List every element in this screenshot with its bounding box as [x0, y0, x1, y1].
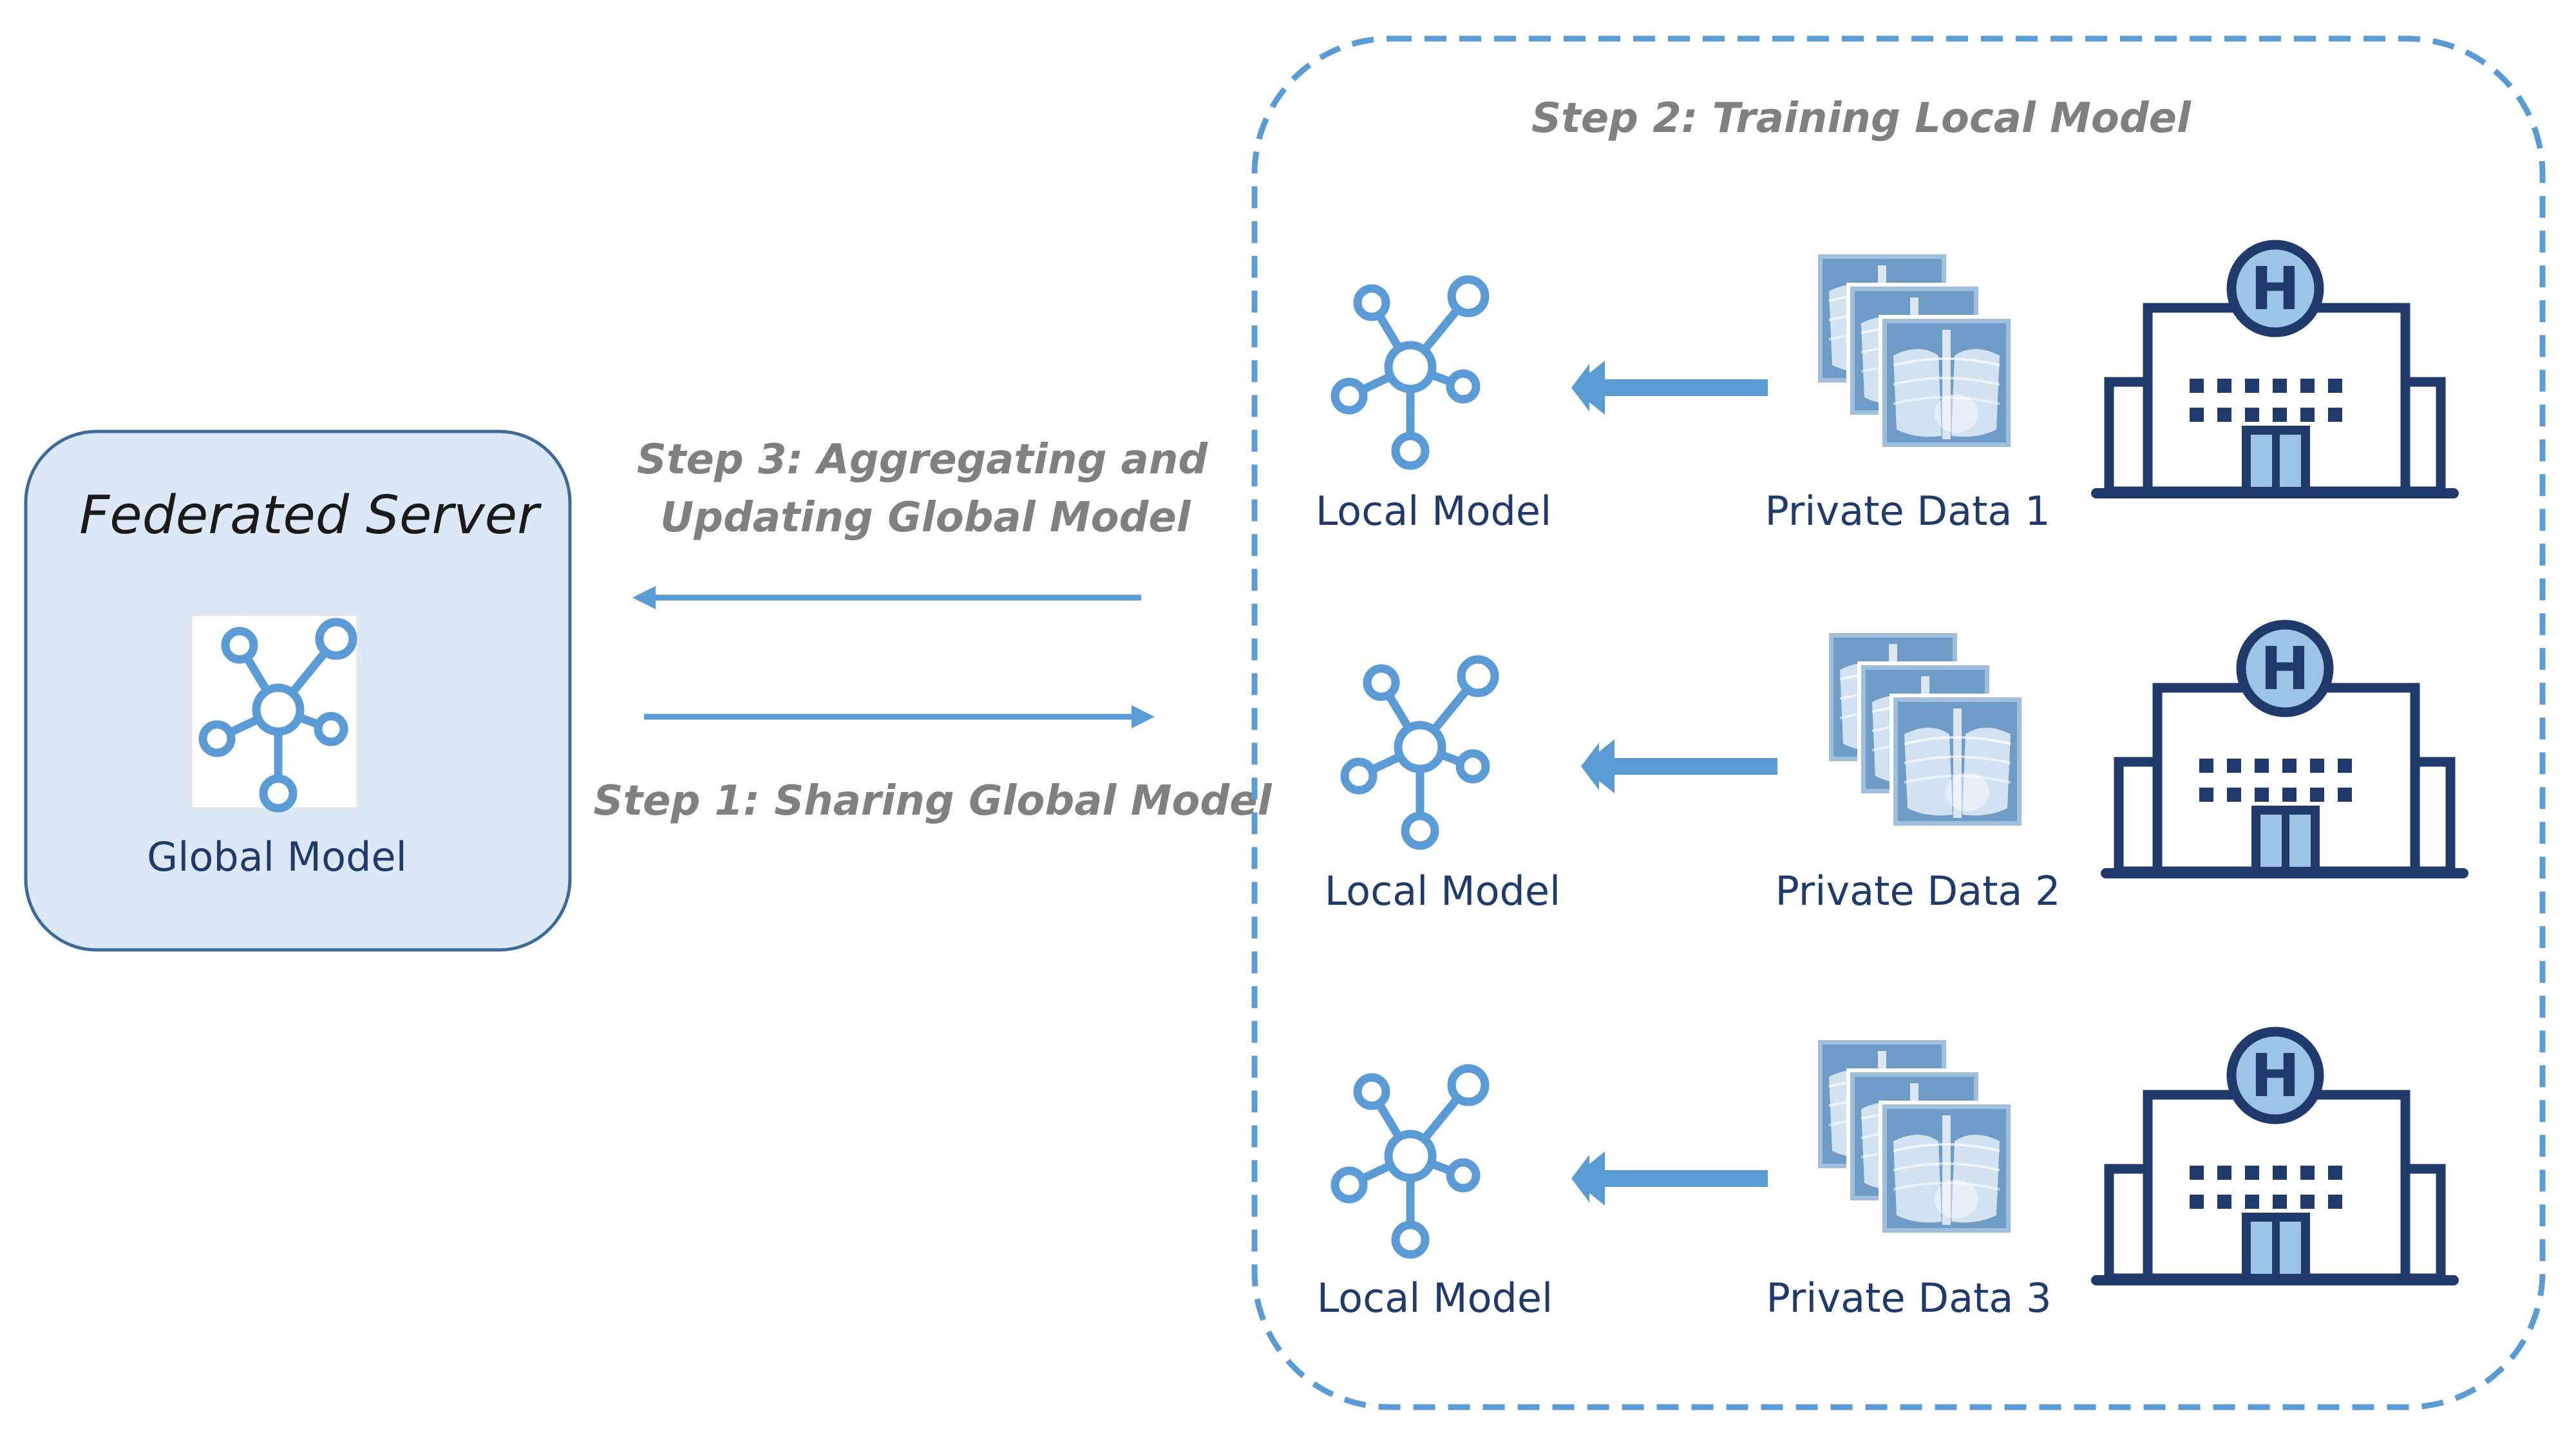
local-model-label: Local Model — [1317, 1274, 1553, 1321]
federated-server-title: Federated Server — [79, 485, 542, 546]
hospital-badge-letter: H — [2251, 254, 2300, 323]
chest-xray-stack-icon — [1816, 1038, 2012, 1235]
step1-label: Step 1: Sharing Global Model — [593, 777, 1272, 825]
hospital-badge-letter: H — [2260, 634, 2310, 703]
step3-label-line2: Updating Global Model — [660, 494, 1191, 542]
chest-xray-stack-icon — [1816, 252, 2012, 449]
network-model-icon — [1335, 279, 1485, 466]
clients-container — [1251, 35, 2546, 1410]
local-model-label: Local Model — [1325, 867, 1561, 914]
private-data-label: Private Data 3 — [1766, 1274, 2051, 1321]
client-2: Local Model Private Data 2 H — [1325, 625, 2463, 914]
hospital-badge-letter: H — [2251, 1041, 2300, 1110]
local-model-label: Local Model — [1316, 488, 1552, 535]
client-3: Local Model Private Data 3 H — [1317, 1032, 2454, 1321]
step3-label-line1: Step 3: Aggregating and — [637, 436, 1209, 484]
data-to-model-arrow — [1571, 361, 1768, 415]
data-to-model-arrow — [1571, 1151, 1768, 1206]
private-data-label: Private Data 1 — [1765, 488, 2050, 535]
client-1: Local Model Private Data 1 H — [1316, 245, 2454, 535]
network-model-icon — [1345, 659, 1495, 846]
data-to-model-arrow — [1581, 739, 1777, 793]
step2-label: Step 2: Training Local Model — [1531, 95, 2192, 142]
private-data-label: Private Data 2 — [1775, 867, 2060, 914]
chest-xray-stack-icon — [1827, 631, 2023, 828]
global-model-label: Global Model — [147, 833, 407, 880]
network-model-icon — [1335, 1068, 1485, 1255]
